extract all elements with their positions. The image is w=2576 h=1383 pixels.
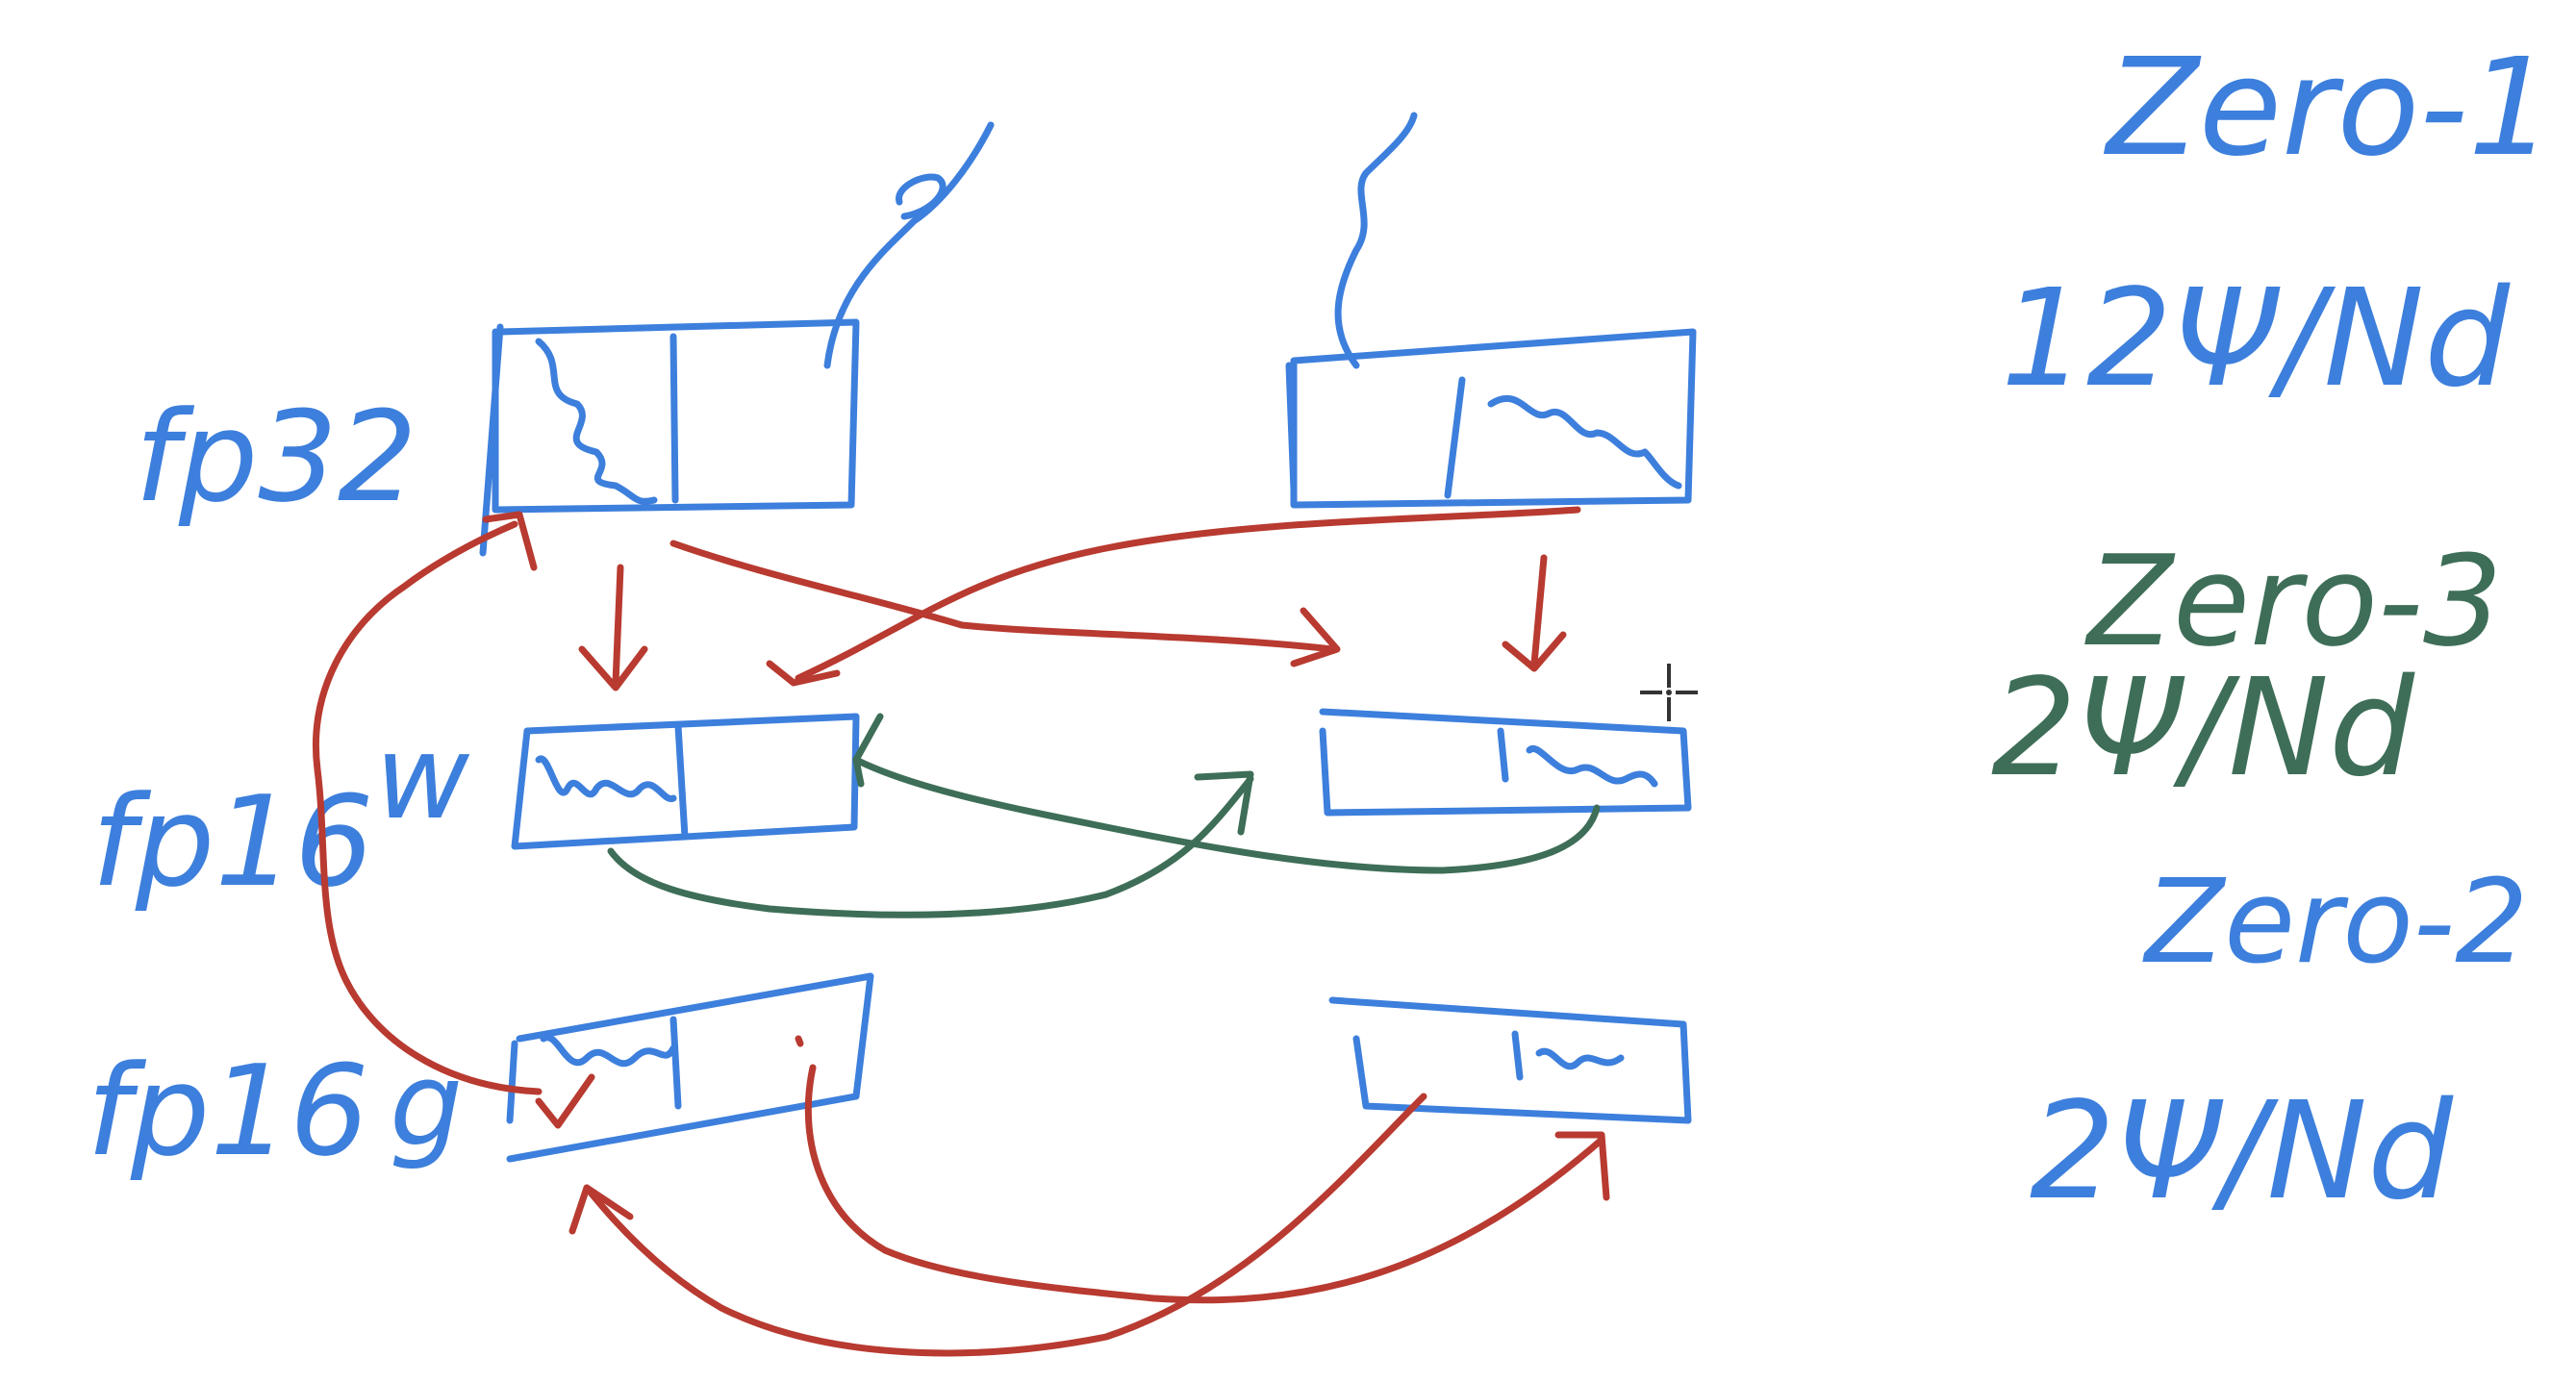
label-fp32: fp32 bbox=[135, 384, 417, 530]
box-fp16-w-left bbox=[511, 713, 860, 850]
stage-zero-3-memory: 2Ψ/Nd bbox=[1991, 650, 2415, 807]
green-arrows bbox=[607, 713, 1601, 918]
stage-zero-2-title: Zero-2 bbox=[2142, 856, 2528, 990]
box-fp32-left bbox=[479, 121, 995, 557]
box-fp16-g-right bbox=[1328, 996, 1692, 1124]
stage-zero-1-memory: 12Ψ/Nd bbox=[2001, 261, 2511, 417]
label-fp16-w: fp16 bbox=[91, 768, 374, 915]
crosshair-cursor-icon bbox=[1640, 664, 1698, 721]
box-fp32-right bbox=[1285, 112, 1697, 509]
stage-zero-2-memory: 2Ψ/Nd bbox=[2030, 1073, 2454, 1230]
stage-zero-3-title: Zero-3 bbox=[2084, 528, 2503, 674]
box-fp16-g-left bbox=[506, 972, 874, 1163]
stage-zero-1-title: Zero-1 bbox=[2103, 30, 2554, 187]
label-fp16-g: fp16 bbox=[87, 1038, 369, 1184]
red-arrows bbox=[313, 506, 1610, 1357]
box-fp16-w-right bbox=[1319, 708, 1692, 817]
label-w: w bbox=[375, 712, 470, 845]
